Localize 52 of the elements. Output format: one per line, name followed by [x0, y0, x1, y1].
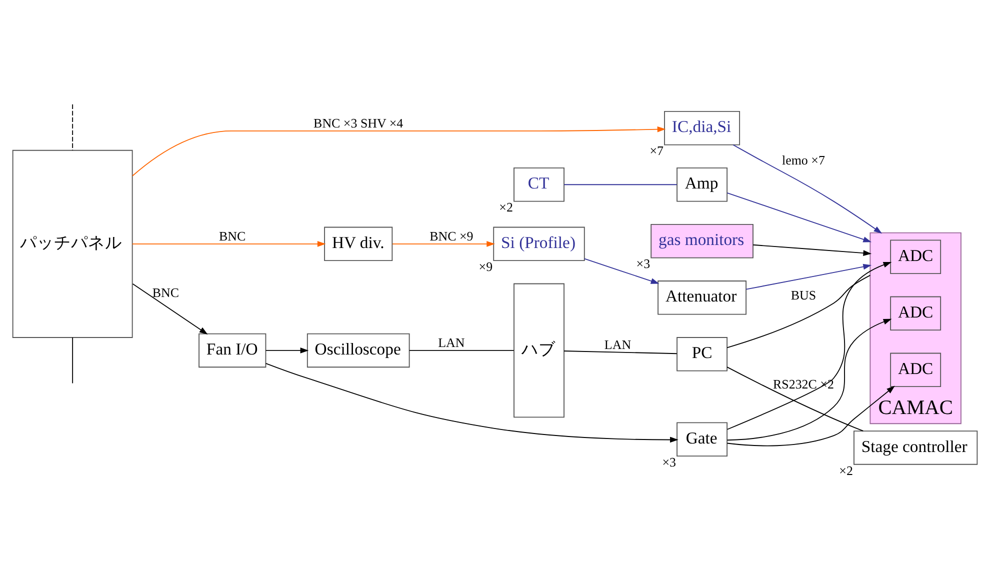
edge-label: LAN [604, 336, 632, 352]
node-box: Oscilloscope [306, 333, 410, 368]
node-box: gas monitors [650, 224, 754, 258]
arrow [726, 262, 892, 430]
node-box: Fan I/O [198, 333, 266, 368]
connector [72, 104, 74, 151]
edge-label: BUS [790, 288, 816, 303]
arrow [265, 362, 678, 443]
edge-label: BNC [152, 284, 179, 300]
node-box: ADC [890, 352, 942, 388]
arrow [732, 144, 882, 234]
node-box: Stage controller [854, 430, 978, 465]
node-box: CT [514, 168, 564, 202]
connector [408, 350, 514, 351]
node-box: パッチパネル [12, 150, 133, 338]
arrow [752, 244, 872, 256]
arrow [132, 241, 326, 247]
connector [564, 350, 678, 354]
connector [726, 366, 864, 432]
edge-label: lemo ×7 [782, 152, 825, 168]
node-box: ADC [890, 240, 942, 274]
arrow [726, 318, 892, 441]
node-box: ハブ [514, 283, 564, 418]
node-box: Attenuator [658, 280, 747, 315]
connector [726, 274, 871, 348]
node-box: PC [676, 337, 728, 372]
node-box: Amp [676, 168, 728, 202]
connector [72, 337, 74, 384]
node-box: ADC [890, 296, 942, 331]
node-label: ×7 [650, 143, 664, 158]
edge-label: LAN [438, 334, 465, 350]
arrow [265, 348, 309, 354]
node-box: Si (Profile) [493, 226, 585, 262]
edge-label: BNC [219, 228, 246, 244]
arrow [726, 386, 895, 446]
node-box: Gate [676, 422, 728, 457]
arrow [132, 126, 666, 176]
arrow [746, 264, 872, 290]
node-label: ×2 [499, 200, 513, 215]
node-label: ×9 [478, 258, 493, 274]
connector [564, 184, 678, 186]
node-label: ×3 [636, 256, 650, 272]
arrow [392, 241, 495, 247]
edge-label: BNC ×9 [430, 228, 474, 244]
node-box: HV div. [324, 226, 393, 262]
edge-label: BNC ×3 SHV ×4 [314, 115, 404, 130]
arrow [584, 258, 660, 284]
arrow [726, 192, 872, 242]
node-label: ×2 [839, 462, 853, 478]
arrow [132, 283, 208, 334]
node-label: ×3 [662, 454, 676, 470]
node-box: IC,dia,Si [664, 110, 740, 146]
